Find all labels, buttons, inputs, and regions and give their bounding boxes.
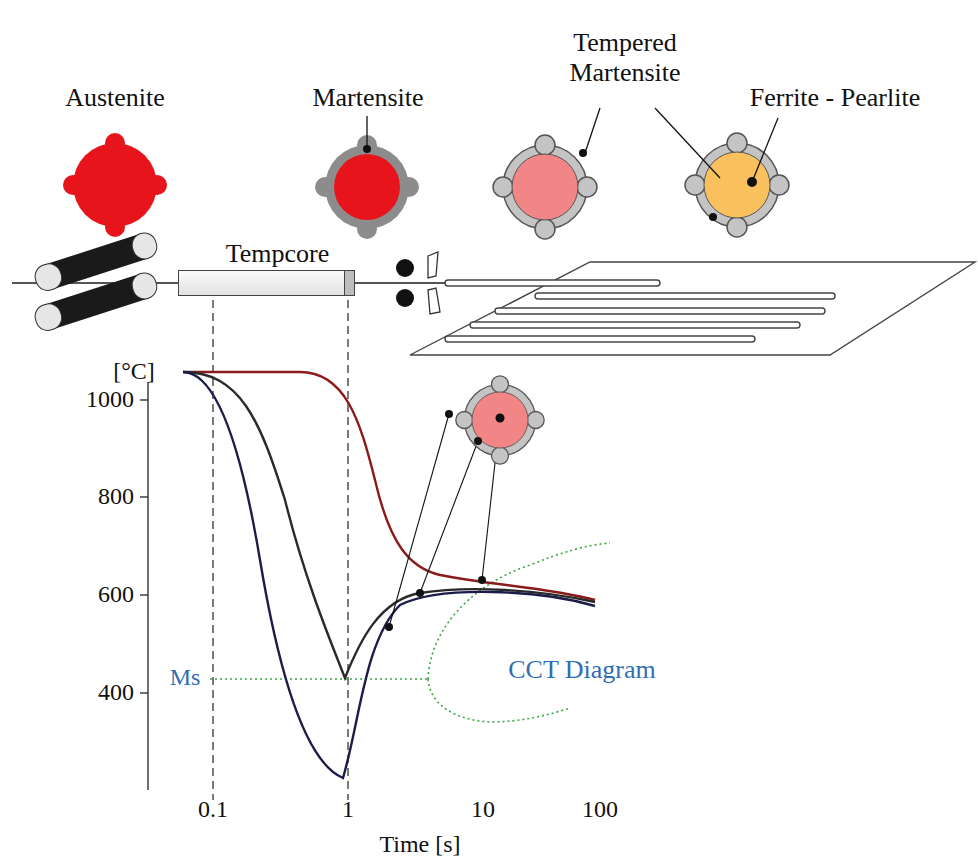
cooling-bed	[410, 262, 975, 355]
tick-label: 600	[98, 581, 134, 609]
shear	[396, 259, 414, 277]
axis-title: Time [s]	[379, 831, 460, 859]
martensite-section	[334, 154, 400, 220]
leader-line	[389, 414, 449, 627]
axis	[140, 496, 148, 497]
martensite-section	[315, 135, 419, 239]
phase-label: Martensite	[312, 83, 423, 113]
point-marker	[385, 410, 505, 631]
austenite-section	[63, 133, 167, 237]
cct-curve	[428, 679, 570, 722]
cooling-bed	[495, 308, 825, 314]
ms-label: Ms	[170, 664, 201, 692]
point-marker	[496, 414, 505, 423]
shear	[396, 289, 414, 307]
tick-label: 400	[98, 679, 134, 707]
point-marker	[385, 623, 393, 631]
box-heading: Tempcore	[226, 239, 330, 269]
cooling-bed	[470, 322, 800, 328]
dashed-guide	[212, 300, 213, 800]
tick-label: 1	[342, 796, 354, 824]
tempered-section	[493, 135, 597, 239]
point-marker	[445, 410, 453, 418]
cooling-bed	[445, 336, 755, 342]
cooling-curve	[183, 372, 595, 778]
rolling-stand	[32, 301, 65, 334]
phase-label: Ferrite - Pearlite	[750, 83, 920, 113]
phase-label: Tempered Martensite	[550, 28, 700, 88]
axis	[147, 382, 148, 790]
point-marker	[474, 437, 482, 445]
rolling-stand	[129, 270, 160, 302]
dashed-guide	[213, 300, 348, 800]
axis-unit: [°C]	[113, 358, 155, 386]
leader-line	[367, 108, 778, 182]
tick-label: 10	[471, 796, 495, 824]
leader-line	[366, 116, 367, 149]
tick-label: 100	[582, 796, 618, 824]
section-detail	[472, 392, 528, 448]
dashed-guide	[347, 300, 348, 800]
point-marker	[478, 576, 486, 584]
axis	[140, 594, 148, 595]
tempered-section	[512, 154, 578, 220]
cooling-curve	[183, 372, 595, 778]
ferrite-pearlite-section	[685, 133, 789, 237]
cooling-bed	[410, 262, 975, 355]
section-detail	[456, 376, 544, 464]
shear	[396, 252, 440, 314]
cooling-bed	[535, 293, 835, 299]
ferrite-pearlite-section	[709, 213, 717, 221]
section-detail	[456, 376, 544, 464]
shear	[428, 252, 438, 278]
austenite-section	[63, 133, 167, 237]
shear	[428, 288, 440, 314]
cct-curve	[210, 543, 610, 722]
martensite-section	[315, 135, 419, 239]
axis	[140, 399, 148, 400]
tick-label: 0.1	[198, 796, 228, 824]
box-end	[344, 271, 354, 295]
tempered-section	[493, 135, 597, 239]
leader-line	[420, 441, 478, 593]
ferrite-pearlite-section	[685, 133, 789, 237]
axis	[140, 382, 148, 790]
leader-line	[752, 118, 778, 182]
cooling-curve	[183, 372, 595, 678]
axis	[140, 692, 148, 693]
tick-label: 800	[98, 483, 134, 511]
phase-label: Austenite	[65, 83, 165, 113]
rolling-stand	[129, 230, 160, 262]
quench-box: Tempcore	[178, 270, 355, 296]
cooling-bed	[445, 280, 660, 286]
rolling-stand	[32, 270, 160, 334]
leader-line	[655, 108, 720, 178]
cct-label: CCT Diagram	[506, 655, 658, 685]
leader-line	[585, 108, 600, 153]
point-marker	[416, 589, 424, 597]
tick-label: 1000	[86, 386, 134, 414]
cct-curve	[210, 678, 428, 680]
rolling-stand	[32, 261, 65, 294]
